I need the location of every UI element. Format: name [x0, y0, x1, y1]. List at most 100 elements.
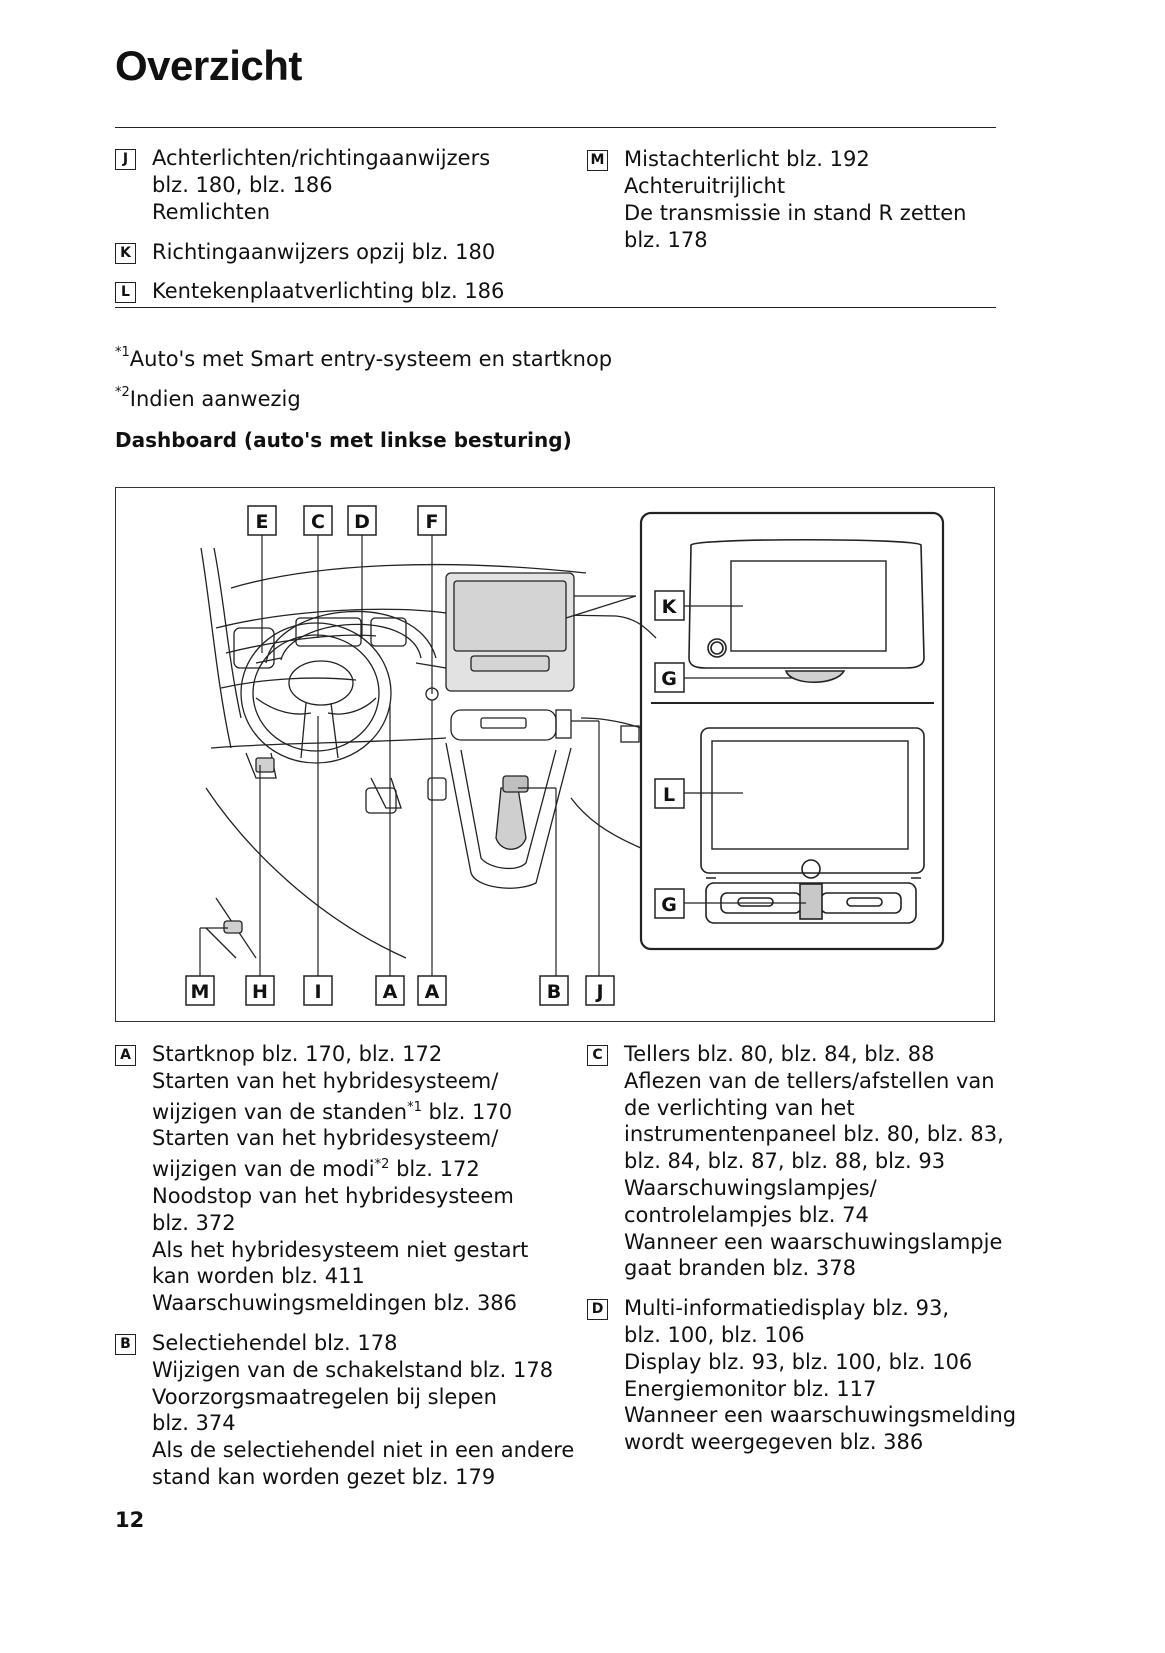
- callout-g1: G: [661, 668, 677, 690]
- legend-entry-b: B Selectiehendel blz. 178 Wijzigen van d…: [115, 1330, 575, 1491]
- letter-box-m: M: [587, 150, 608, 171]
- legend-line: Startknop blz. 170, blz. 172: [152, 1042, 443, 1066]
- legend-line: Remlichten: [152, 200, 271, 224]
- callout-c: C: [311, 511, 325, 533]
- callout-box-l: [654, 778, 685, 809]
- legend-line: Tellers blz. 80, blz. 84, blz. 88: [624, 1042, 935, 1066]
- letter-box-a: A: [115, 1045, 136, 1066]
- callout-k: K: [662, 596, 678, 618]
- callout-d: D: [354, 511, 370, 533]
- legend-line: stand kan worden gezet blz. 179: [152, 1464, 496, 1489]
- letter-box-d: D: [587, 1299, 608, 1321]
- letter-box-c: C: [587, 1045, 608, 1066]
- steering-hub: [288, 660, 354, 706]
- legend-line: Wijzigen van de schakelstand blz. 178: [152, 1357, 554, 1382]
- letter-box-l: L: [115, 282, 136, 303]
- legend-line: blz. 178: [624, 228, 708, 252]
- legend-text: wijzigen van de modi: [152, 1157, 375, 1182]
- legend-line: Display blz. 93, blz. 100, blz. 106: [624, 1349, 973, 1374]
- callout-box-a2: [417, 975, 447, 1006]
- callout-box-c: [303, 505, 333, 536]
- a-pillar-line: [200, 547, 232, 749]
- steering-wheel-outer: [240, 622, 392, 764]
- legend-line: Waarschuwingslampjes/: [624, 1175, 877, 1200]
- legend-line: Noodstop van het hybridesysteem: [152, 1183, 514, 1208]
- legend-line: Als het hybridesysteem niet gestart: [152, 1237, 529, 1262]
- page-number: 12: [115, 1508, 145, 1532]
- legend-line: controlelampjes blz. 74: [624, 1202, 869, 1227]
- footnote-1-mark: *1: [115, 345, 130, 360]
- legend-line: blz. 84, blz. 87, blz. 88, blz. 93: [624, 1149, 946, 1174]
- legend-line: wijzigen van de standen*1 blz. 170: [152, 1095, 575, 1126]
- legend-line: Richtingaanwijzers opzij blz. 180: [152, 240, 496, 264]
- callout-box-m: [185, 975, 215, 1006]
- legend-line: gaat branden blz. 378: [624, 1256, 856, 1281]
- lower-display-unit: [700, 727, 925, 874]
- legend-line: blz. 180, blz. 186: [152, 173, 333, 197]
- legend-text: wijzigen van de standen: [152, 1099, 408, 1124]
- legend-line: Wanneer een waarschuwingslampje: [624, 1229, 1003, 1254]
- legend-line: Voorzorgsmaatregelen bij slepen: [152, 1384, 497, 1409]
- legend-line: Kentekenplaatverlichting blz. 186: [152, 279, 505, 303]
- legend-entry-m: M Mistachterlicht blz. 192 Achteruitrijl…: [587, 146, 997, 254]
- callout-j: J: [594, 981, 603, 1003]
- legend-entry-a: A Startknop blz. 170, blz. 172 Starten v…: [115, 1041, 575, 1317]
- callout-box-g2: [654, 888, 685, 919]
- legend-line: instrumentenpaneel blz. 80, blz. 83,: [624, 1122, 1004, 1147]
- climate-panel: [450, 709, 557, 741]
- legend-line: Aflezen van de tellers/afstellen van: [624, 1068, 995, 1093]
- bottom-rule: [115, 307, 996, 308]
- windshield-edge: [230, 563, 587, 589]
- footnote-2: *2Indien aanwezig: [115, 385, 301, 411]
- footnote-2-text: Indien aanwezig: [129, 387, 301, 411]
- letter-box-k: K: [115, 243, 136, 264]
- callout-box-f: [417, 505, 447, 536]
- legend-entry-j: J Achterlichten/richtingaanwijzers blz. …: [115, 145, 555, 226]
- callout-box-d: [347, 505, 377, 536]
- callout-e: E: [256, 511, 269, 533]
- inset-frame: [639, 511, 945, 951]
- callout-i: I: [314, 981, 321, 1003]
- legend-line: wordt weergegeven blz. 386: [624, 1430, 924, 1455]
- legend-line: Starten van het hybridesysteem/: [152, 1126, 499, 1151]
- callout-box-e: [247, 505, 277, 536]
- legend-text: blz. 172: [389, 1157, 480, 1182]
- legend-line: Multi-informatiedisplay blz. 93,: [624, 1296, 950, 1321]
- legend-bottom-left: A Startknop blz. 170, blz. 172 Starten v…: [115, 1041, 575, 1491]
- callout-box-k: [654, 590, 685, 621]
- footnote-ref: *1: [407, 1099, 422, 1115]
- legend-line: Waarschuwingsmeldingen blz. 386: [152, 1291, 518, 1316]
- legend-line: Achteruitrijlicht: [624, 174, 786, 198]
- page-title: Overzicht: [115, 42, 302, 89]
- legend-line: Als de selectiehendel niet in een andere: [152, 1438, 575, 1463]
- legend-line: Wanneer een waarschuwingsmelding: [624, 1403, 1017, 1428]
- callout-m: M: [191, 981, 210, 1003]
- legend-line: blz. 372: [152, 1210, 236, 1235]
- upper-display-unit: [688, 538, 925, 669]
- letter-box-b: B: [115, 1333, 136, 1355]
- legend-entry-l: L Kentekenplaatverlichting blz. 186: [115, 278, 555, 305]
- legend-entry-k: K Richtingaanwijzers opzij blz. 180: [115, 239, 555, 266]
- gear-selector: [495, 787, 527, 850]
- dashboard-illustration: E C D F M H I A A B J K G L G: [115, 487, 995, 1022]
- callout-box-i: [303, 975, 333, 1006]
- legend-bottom-right: C Tellers blz. 80, blz. 84, blz. 88 Afle…: [587, 1041, 1017, 1456]
- callout-box-b: [539, 975, 569, 1006]
- legend-line: Starten van het hybridesysteem/: [152, 1068, 499, 1093]
- callout-l: L: [663, 784, 675, 806]
- legend-line: De transmissie in stand R zetten: [624, 201, 967, 225]
- legend-entry-d: D Multi-informatiedisplay blz. 93, blz. …: [587, 1295, 1017, 1456]
- legend-top-left: J Achterlichten/richtingaanwijzers blz. …: [115, 145, 555, 305]
- section-heading: Dashboard (auto's met linkse besturing): [115, 428, 572, 452]
- callout-box-j: [585, 975, 615, 1006]
- top-rule: [115, 127, 996, 128]
- footnote-1: *1Auto's met Smart entry-systeem en star…: [115, 345, 612, 371]
- legend-line: wijzigen van de modi*2 blz. 172: [152, 1152, 575, 1183]
- callout-a1: A: [383, 981, 398, 1003]
- callout-a2: A: [425, 981, 440, 1003]
- footnote-2-mark: *2: [115, 385, 130, 400]
- legend-top-right: M Mistachterlicht blz. 192 Achteruitrijl…: [587, 146, 997, 254]
- legend-text: blz. 170: [421, 1099, 513, 1124]
- callout-box-g1: [654, 662, 685, 693]
- legend-entry-c: C Tellers blz. 80, blz. 84, blz. 88 Afle…: [587, 1041, 1004, 1282]
